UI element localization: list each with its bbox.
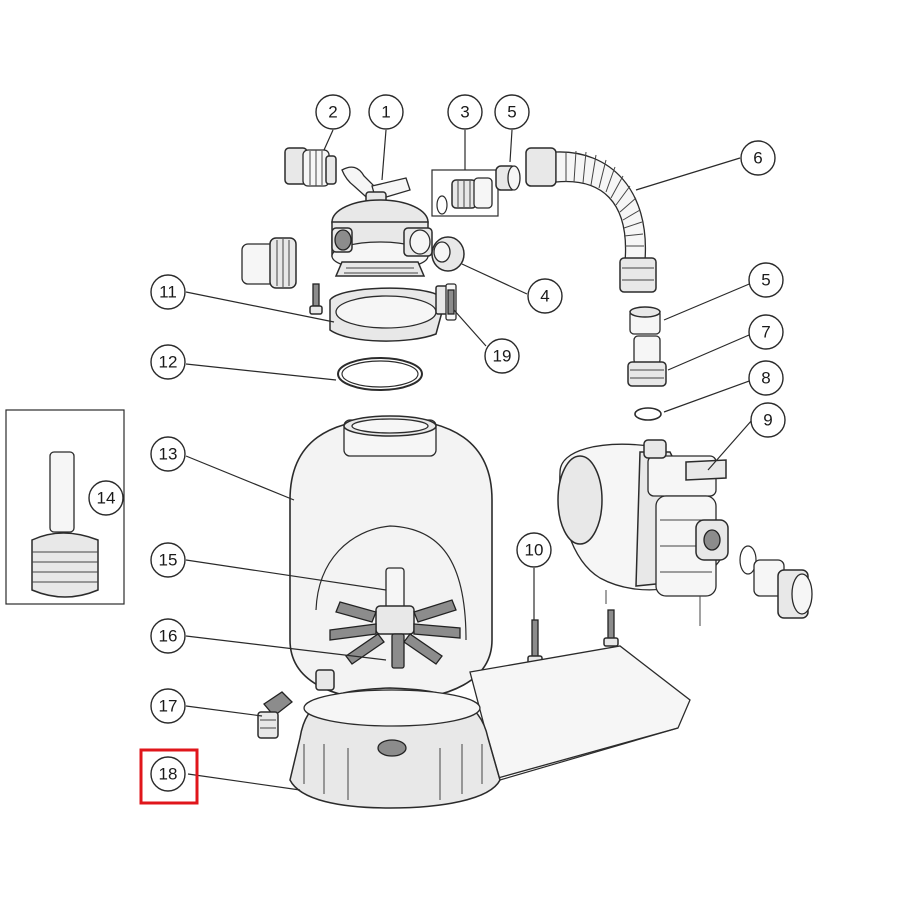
part-14-inset [5, 409, 125, 605]
callout-c13: 13 [150, 436, 186, 472]
part-13-tank [289, 415, 493, 701]
callout-number: 10 [525, 541, 544, 560]
callout-number: 18 [159, 765, 178, 784]
callout-number: 1 [381, 103, 390, 122]
part-8-o-ring [634, 407, 662, 421]
union-left [241, 237, 297, 289]
callout-number: 14 [97, 489, 116, 508]
callout-c17: 17 [150, 688, 186, 724]
part-7-connector [627, 335, 667, 387]
callout-c12: 12 [150, 344, 186, 380]
callout-c3: 3 [447, 94, 483, 130]
callout-c16: 16 [150, 618, 186, 654]
callout-number: 8 [761, 369, 770, 388]
highlight-box-18 [139, 748, 199, 805]
callout-c1: 1 [368, 94, 404, 130]
leader-lines [185, 129, 757, 791]
callout-number: 2 [328, 103, 337, 122]
callout-number: 4 [540, 287, 549, 306]
callout-c7: 7 [748, 314, 784, 350]
callout-number: 17 [159, 697, 178, 716]
callout-c6: 6 [740, 140, 776, 176]
part-17-drain-plug [257, 669, 335, 739]
part-18-base [289, 645, 691, 809]
callout-number: 11 [159, 283, 177, 302]
part-4-gauge [431, 236, 465, 272]
callout-c8: 8 [748, 360, 784, 396]
callout-number: 3 [460, 103, 469, 122]
part-12-o-ring [337, 357, 423, 391]
callout-c5a: 5 [494, 94, 530, 130]
part-9-pump [557, 439, 813, 626]
callout-number: 16 [159, 627, 178, 646]
screw-left [309, 283, 323, 315]
callout-number: 5 [761, 271, 770, 290]
part-5-adapter-right [629, 306, 661, 335]
callout-c4: 4 [527, 278, 563, 314]
callout-number: 19 [493, 347, 512, 366]
part-16-bottom-stub [391, 633, 405, 669]
part-11-clamp [329, 285, 451, 342]
part-2-union [284, 147, 337, 187]
callout-c5b: 5 [748, 262, 784, 298]
callout-c11: 11 [150, 274, 186, 310]
part-6-hose [525, 147, 657, 293]
callout-number: 9 [763, 411, 772, 430]
callout-number: 7 [761, 323, 770, 342]
part-3-connector [431, 169, 499, 217]
callout-number: 13 [159, 445, 178, 464]
part-5-seal-top [495, 165, 521, 191]
callout-number: 12 [159, 353, 178, 372]
part-19-bolt [445, 283, 457, 321]
callout-c10: 10 [516, 532, 552, 568]
callout-number: 15 [159, 551, 178, 570]
callout-c15: 15 [150, 542, 186, 578]
callout-number: 6 [753, 149, 762, 168]
callout-c19: 19 [484, 338, 520, 374]
part-10-bolts [527, 609, 619, 665]
callout-c18: 18 [150, 756, 186, 792]
callout-c2: 2 [315, 94, 351, 130]
part-1-multiport-valve [331, 166, 433, 277]
callout-number: 5 [507, 103, 516, 122]
callout-c14: 14 [88, 480, 124, 516]
callout-c9: 9 [750, 402, 786, 438]
